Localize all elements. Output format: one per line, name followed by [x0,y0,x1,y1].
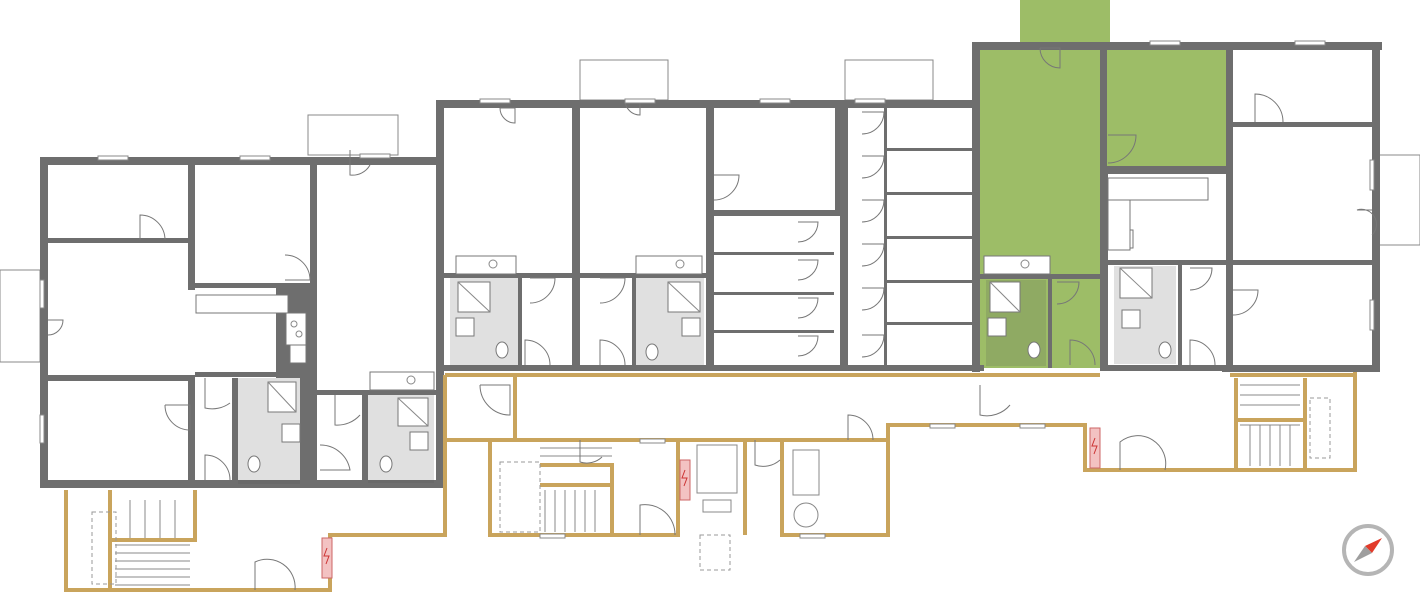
bathroom-fixtures [195,177,1209,473]
stair-icon [91,384,1331,586]
exterior-walls [40,42,1382,488]
interior-walls-left [48,160,437,485]
stove-icon [195,177,1209,391]
doors[interactable] [47,47,1377,591]
toilet-icon [247,341,1172,473]
interior-walls-middle [444,108,984,371]
compass-icon [1342,524,1394,576]
sink-icon [281,229,1141,451]
windows [39,40,1375,539]
fire-alarm-icon [321,427,1101,579]
shower-icon [267,267,1153,427]
elevator [696,444,820,571]
